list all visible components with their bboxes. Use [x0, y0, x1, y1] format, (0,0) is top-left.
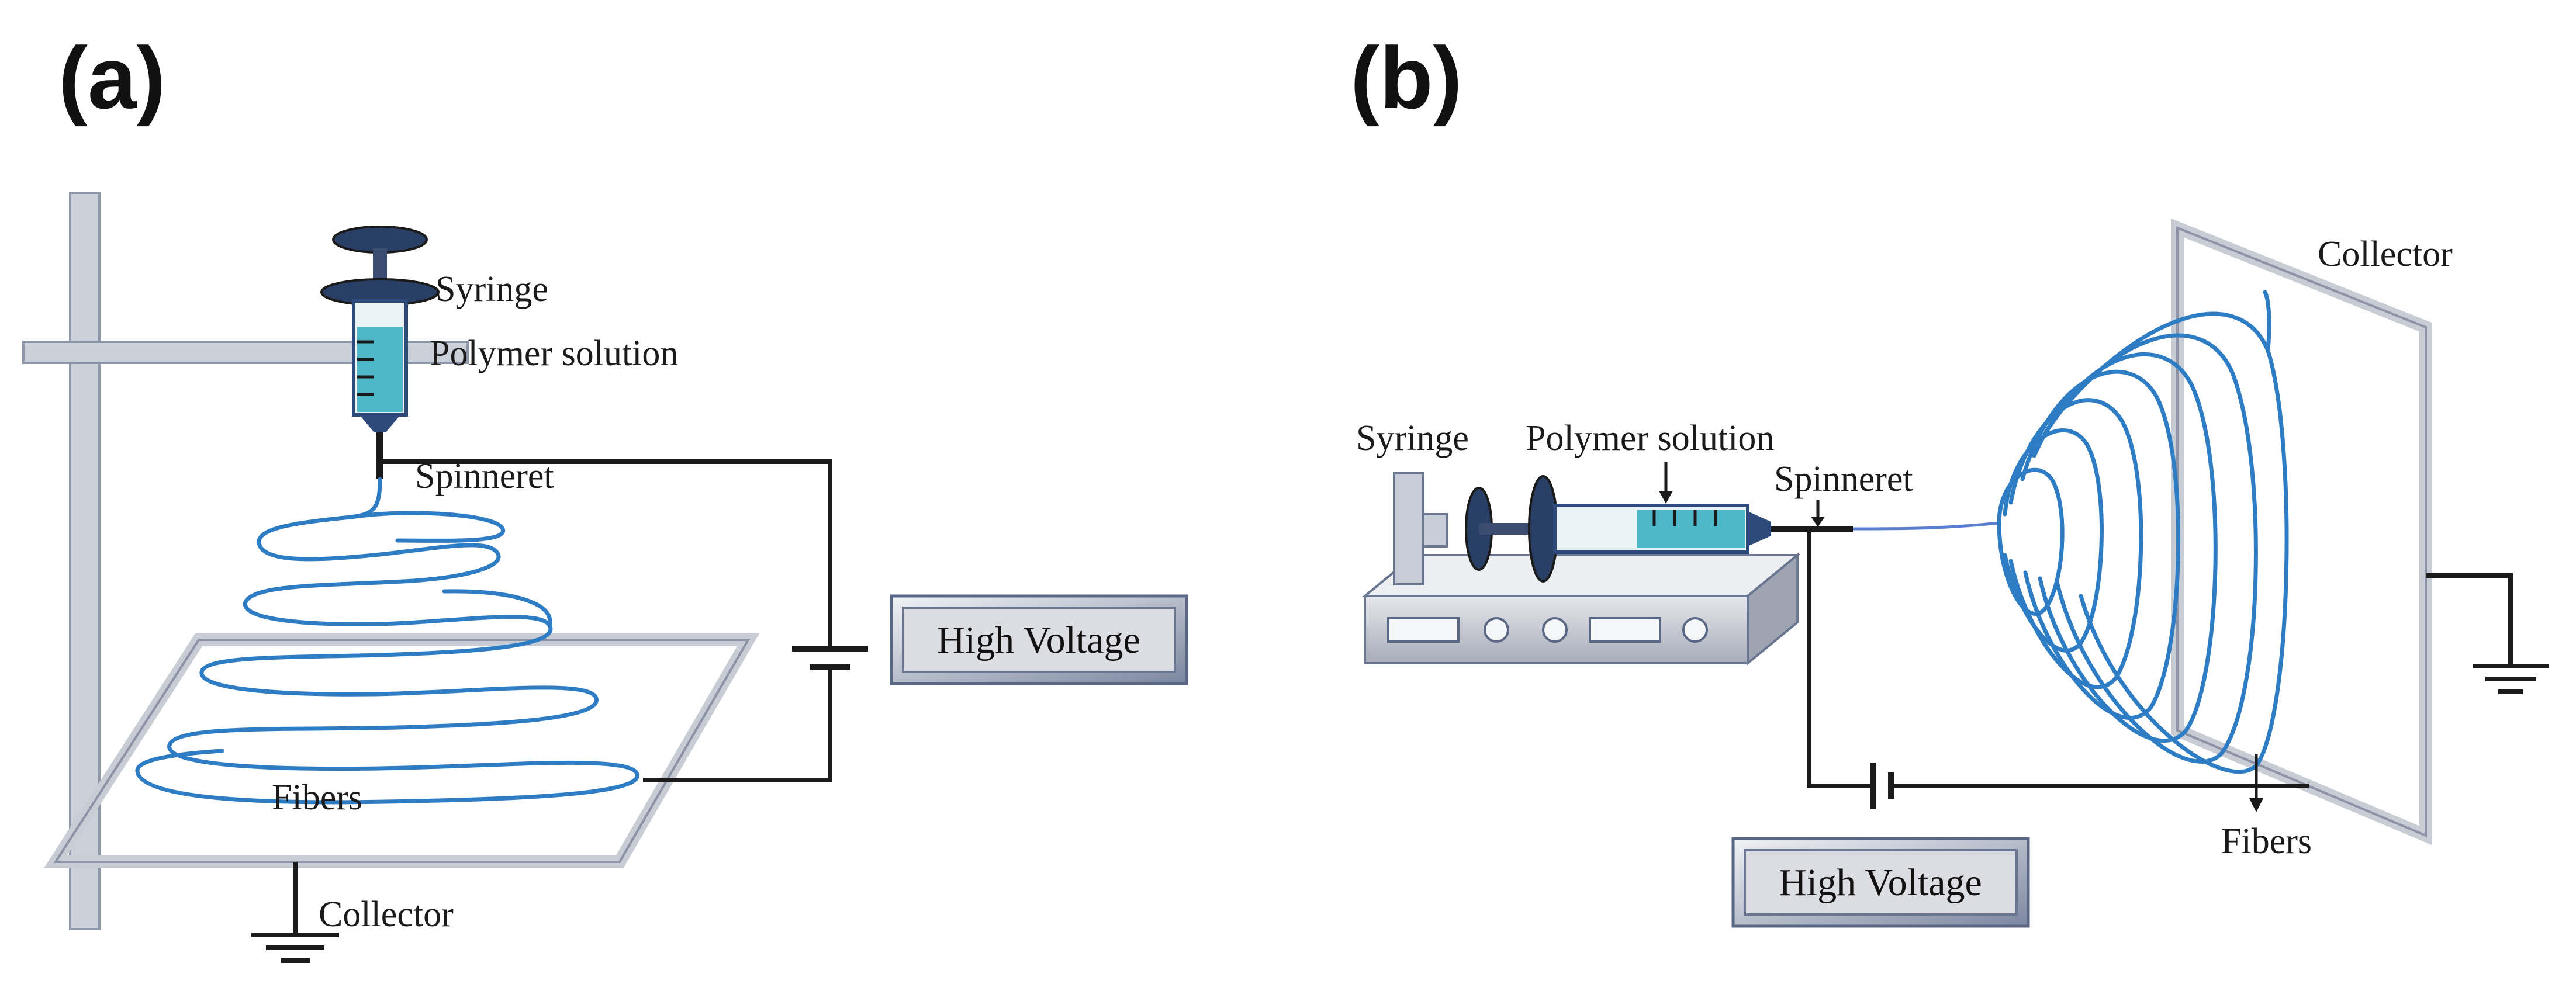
syringe-label-b: Syringe [1356, 418, 1469, 458]
panel-a-label: (a) [58, 29, 165, 127]
fibers-arrow-b [2249, 754, 2263, 812]
high-voltage-box-a: High Voltage [890, 594, 1188, 685]
polymer-solution-a [357, 327, 403, 412]
spinneret-a [376, 432, 383, 479]
high-voltage-label-a: High Voltage [937, 619, 1140, 661]
label-arrows-b [1659, 462, 1825, 527]
fiber-jet-b [1852, 521, 2000, 531]
syringe-label-a: Syringe [435, 269, 548, 309]
syringe-b [1465, 475, 1853, 583]
collector-plate-a [43, 633, 760, 868]
collector-label-b: Collector [2318, 234, 2453, 274]
syringe-a [320, 226, 440, 479]
panel-b-label: (b) [1350, 29, 1462, 127]
fibers-label-a: Fibers [272, 778, 362, 817]
circuit-a [380, 459, 868, 782]
panel-a: (a) Syringe Polymer solution Spinneret [22, 29, 1188, 963]
high-voltage-box-b: High Voltage [1731, 837, 2030, 928]
ground-a [251, 862, 339, 963]
fibers-label-b: Fibers [2221, 822, 2312, 861]
polymer-solution-label-a: Polymer solution [430, 334, 678, 373]
fibers-b [1997, 290, 2289, 774]
fibers-a [135, 477, 639, 805]
high-voltage-label-b: High Voltage [1779, 861, 1982, 904]
syringe-pump [1361, 472, 1801, 666]
spinneret-label-b: Spinneret [1774, 459, 1913, 499]
polymer-solution-label-b: Polymer solution [1526, 418, 1774, 458]
panel-b: (b) Syringe [1350, 29, 2549, 928]
ground-b [2426, 573, 2549, 694]
collector-label-a: Collector [319, 895, 454, 934]
circuit-b [1807, 529, 2309, 809]
spinneret-b [1771, 526, 1853, 532]
